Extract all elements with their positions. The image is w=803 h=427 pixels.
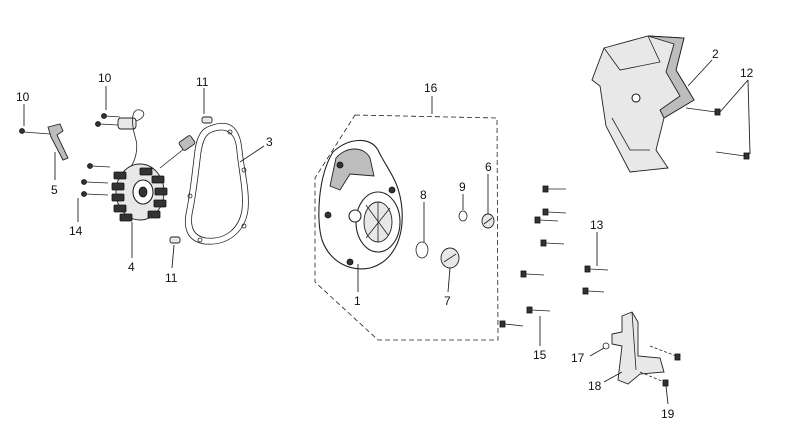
bracket-bolt xyxy=(649,345,681,361)
washer-17 xyxy=(602,342,610,350)
plug-7 xyxy=(440,247,460,269)
bolts-13 xyxy=(582,265,609,295)
stator-4 xyxy=(111,163,168,222)
callout-6: 6 xyxy=(485,160,492,174)
callout-3: 3 xyxy=(266,135,273,149)
assembly-boundary-16 xyxy=(314,114,499,341)
callout-8: 8 xyxy=(420,188,427,202)
cover-bolts-15 xyxy=(499,185,567,328)
callout-10-left: 10 xyxy=(16,90,30,104)
callout-1: 1 xyxy=(354,294,361,308)
callout-11-bottom: 11 xyxy=(165,271,178,285)
bolt-10-left xyxy=(19,128,51,135)
callout-7: 7 xyxy=(444,294,451,308)
pickup-coil xyxy=(117,109,145,169)
bolts-12 xyxy=(685,107,750,160)
callout-9: 9 xyxy=(459,180,466,194)
callout-12: 12 xyxy=(740,66,754,80)
callout-17: 17 xyxy=(571,351,585,365)
stator-bolts-14 xyxy=(81,163,111,197)
bolt-19 xyxy=(639,371,669,387)
bracket-18 xyxy=(611,311,665,385)
plug-6 xyxy=(481,213,495,229)
callout-19: 19 xyxy=(661,407,675,421)
callout-11-top: 11 xyxy=(196,75,209,89)
wire-grommet xyxy=(159,135,196,169)
dowel-pin-11-top xyxy=(201,116,213,124)
callout-15: 15 xyxy=(533,348,547,362)
gasket-3 xyxy=(184,122,249,245)
o-ring-9 xyxy=(458,210,468,222)
callout-5: 5 xyxy=(51,183,58,197)
callout-16: 16 xyxy=(424,81,438,95)
dowel-pin-11-bottom xyxy=(169,236,181,244)
leader-lines xyxy=(23,59,751,405)
callout-10-upper: 10 xyxy=(98,71,112,85)
bolt-10-upper xyxy=(95,113,121,127)
callout-2: 2 xyxy=(712,47,719,61)
sprocket-cover-2 xyxy=(591,35,695,173)
callout-14: 14 xyxy=(69,224,83,238)
o-ring-8 xyxy=(415,241,429,259)
wire-clamp-5 xyxy=(47,123,69,161)
generator-cover-1 xyxy=(318,139,403,270)
callout-4: 4 xyxy=(128,260,135,274)
callout-18: 18 xyxy=(588,379,602,393)
callout-13: 13 xyxy=(590,218,604,232)
